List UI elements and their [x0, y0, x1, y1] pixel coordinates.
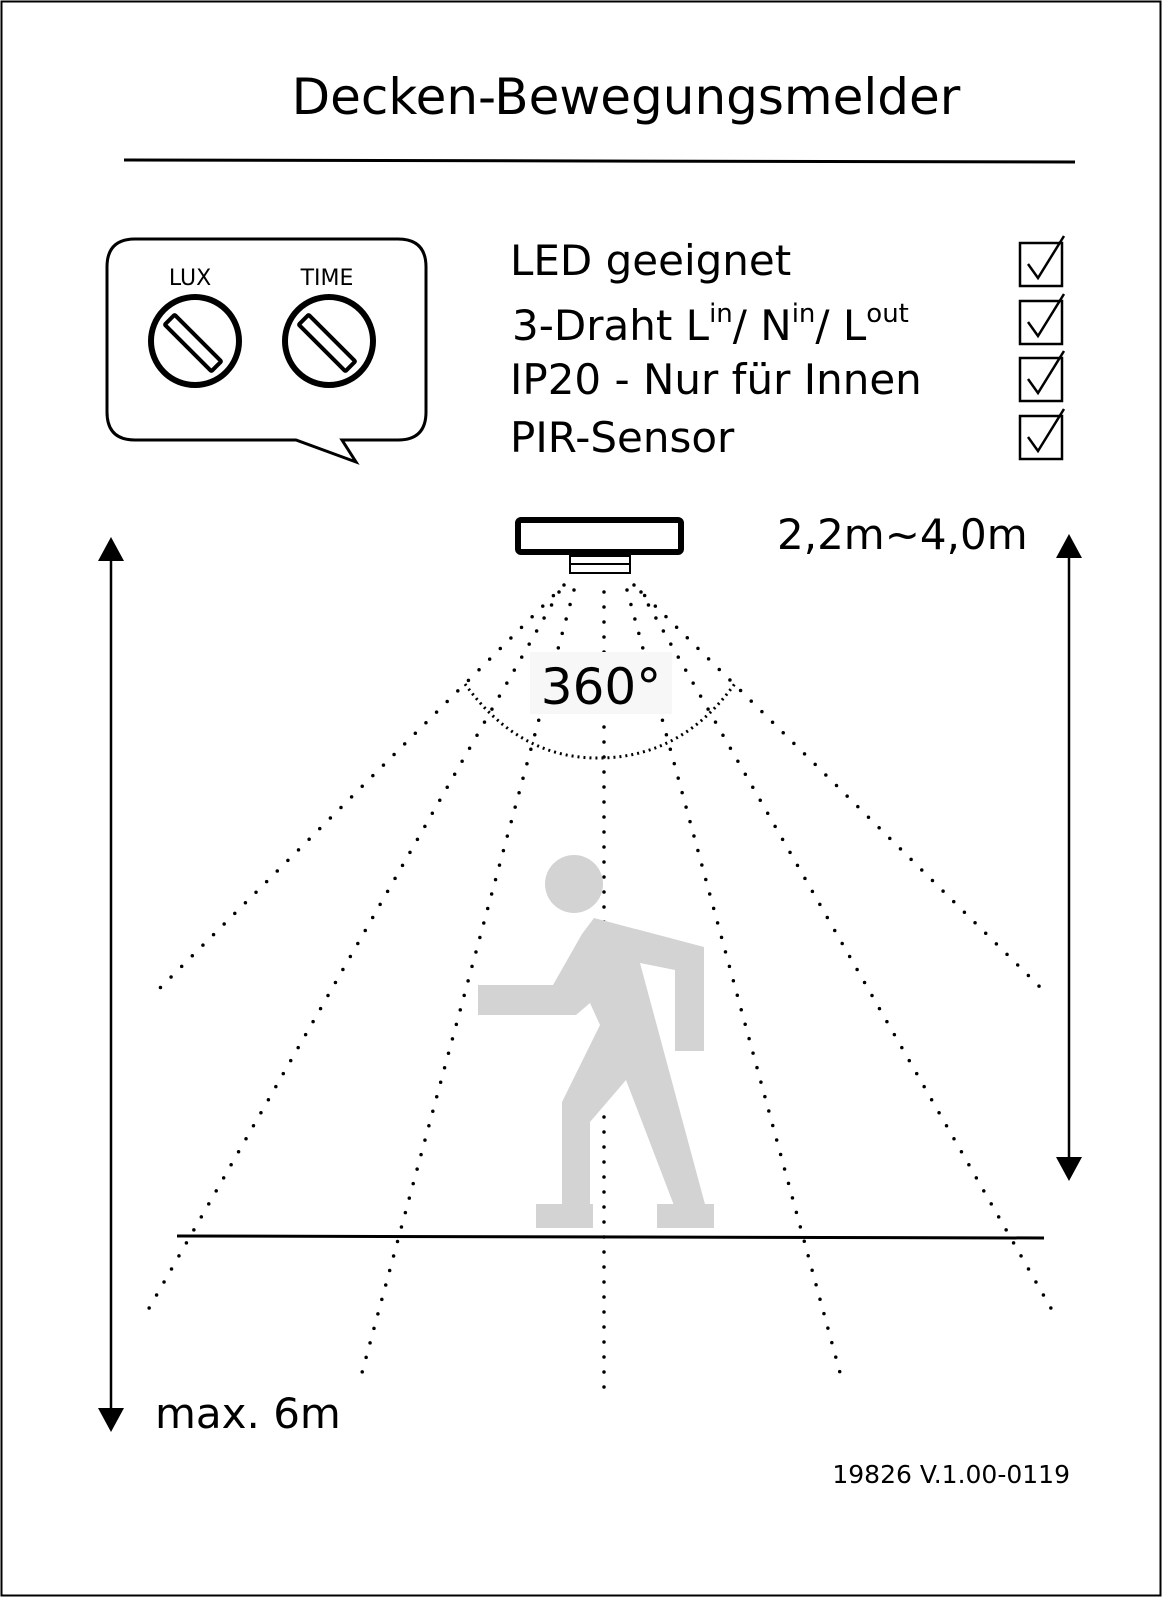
feature-wire-sup-1: in — [709, 299, 733, 329]
ceiling-sensor-icon — [515, 517, 684, 574]
ray-mid-right — [639, 590, 1054, 1312]
detection-range-label: max. 6m — [155, 1389, 341, 1438]
checkbox-ip-checked-icon — [1018, 350, 1066, 403]
lux-knob-icon — [148, 294, 242, 388]
feature-led: LED geeignet — [510, 236, 791, 285]
mount-height-label: 2,2m~4,0m — [777, 510, 1028, 559]
lux-label: LUX — [169, 266, 211, 291]
ray-outer-right — [632, 583, 1048, 995]
checkbox-led-checked-icon — [1018, 235, 1066, 288]
time-knob-icon — [282, 294, 376, 388]
height-arrow — [1056, 534, 1082, 1181]
ray-mid-left — [146, 590, 561, 1312]
detection-rays — [146, 583, 1054, 1392]
feature-wire-mid-2: / L — [815, 301, 867, 350]
title-divider — [123, 158, 1076, 164]
checkbox-wire-checked-icon — [1018, 293, 1066, 346]
feature-wire-prefix: 3-Draht L — [512, 301, 710, 350]
ray-inner-left — [358, 588, 576, 1382]
detection-angle-arc — [463, 681, 738, 760]
detection-angle-label: 360° — [541, 658, 661, 716]
feature-ip: IP20 - Nur für Innen — [510, 355, 922, 404]
feature-pir: PIR-Sensor — [510, 413, 735, 462]
angle-label-background — [530, 652, 672, 714]
ray-inner-right — [625, 588, 844, 1382]
range-arrow — [98, 537, 124, 1432]
controls-bubble: LUX TIME — [105, 237, 428, 465]
ray-outer-left — [153, 583, 566, 995]
version-label: 19826 V.1.00-0119 — [832, 1460, 1070, 1489]
page-title: Decken-Bewegungsmelder — [292, 68, 961, 126]
feature-wire-sup-2: in — [792, 299, 816, 329]
time-label: TIME — [300, 266, 354, 291]
feature-wire-mid-1: / N — [733, 301, 792, 350]
checkbox-pir-checked-icon — [1018, 408, 1066, 461]
features-list: LED geeignet 3-Draht Lin/ Nin/ Lout IP20… — [510, 235, 1066, 462]
feature-wire-sup-3: out — [866, 299, 909, 329]
floor-line — [176, 1234, 1045, 1240]
walking-person-icon — [478, 855, 714, 1228]
feature-wire: 3-Draht Lin/ Nin/ Lout — [512, 299, 909, 350]
